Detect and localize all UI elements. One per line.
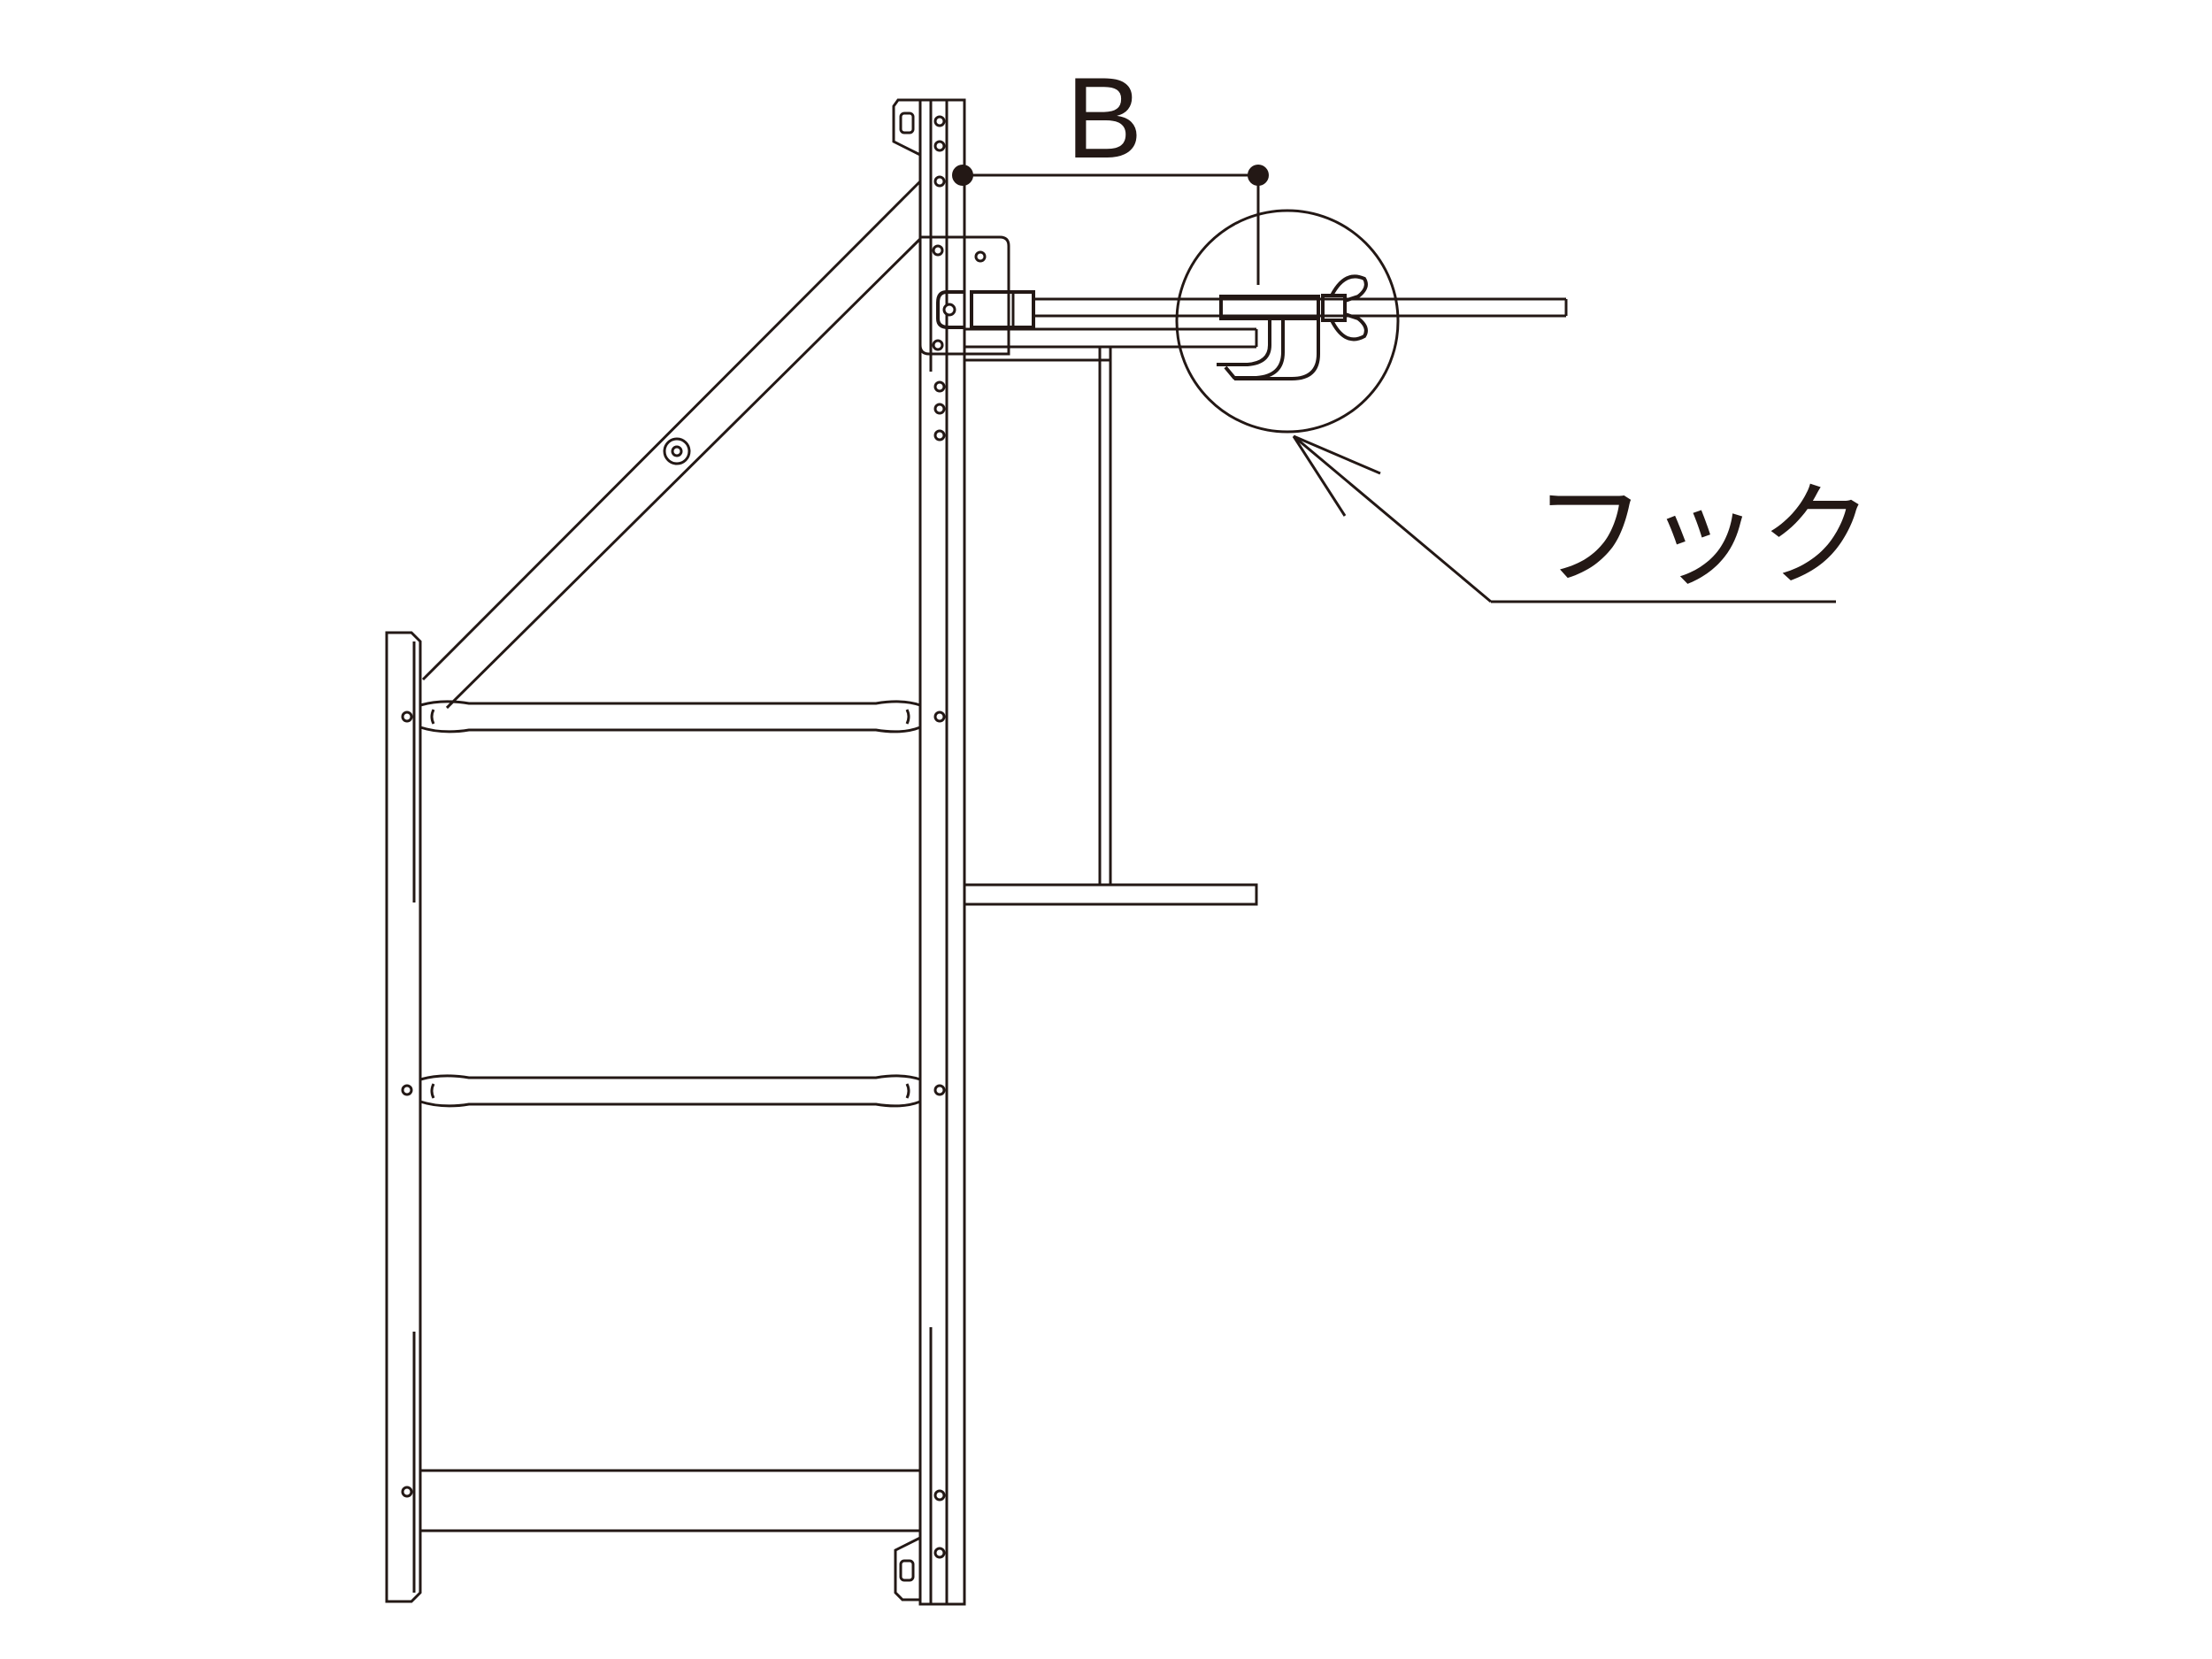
lower-shelf — [963, 883, 1258, 906]
horizontal-rod — [1033, 297, 1568, 318]
dimension-b-label: B — [1066, 53, 1143, 182]
lower-arm — [964, 327, 1258, 362]
vertical-support — [1098, 347, 1112, 885]
hook-label: フック — [1533, 471, 1873, 603]
rung-3 — [420, 1469, 920, 1532]
rung-1 — [419, 700, 921, 733]
wing-nut — [1321, 274, 1368, 342]
main-vertical-post — [918, 98, 966, 1606]
bracket-plate — [918, 235, 1010, 356]
hook-detail-circle — [1175, 209, 1400, 434]
hook-leader: フック — [1292, 434, 1873, 603]
bracket-clamp — [936, 290, 1035, 329]
left-ladder-rail — [385, 631, 422, 1603]
hook-part — [1217, 295, 1320, 380]
rung-2 — [419, 1074, 921, 1108]
diagonal-brace — [421, 180, 922, 710]
dimension-b: B — [952, 53, 1269, 285]
post-holes — [933, 115, 946, 1559]
top-hanger-tab — [892, 98, 921, 157]
bottom-hanger-tab — [894, 1536, 921, 1601]
